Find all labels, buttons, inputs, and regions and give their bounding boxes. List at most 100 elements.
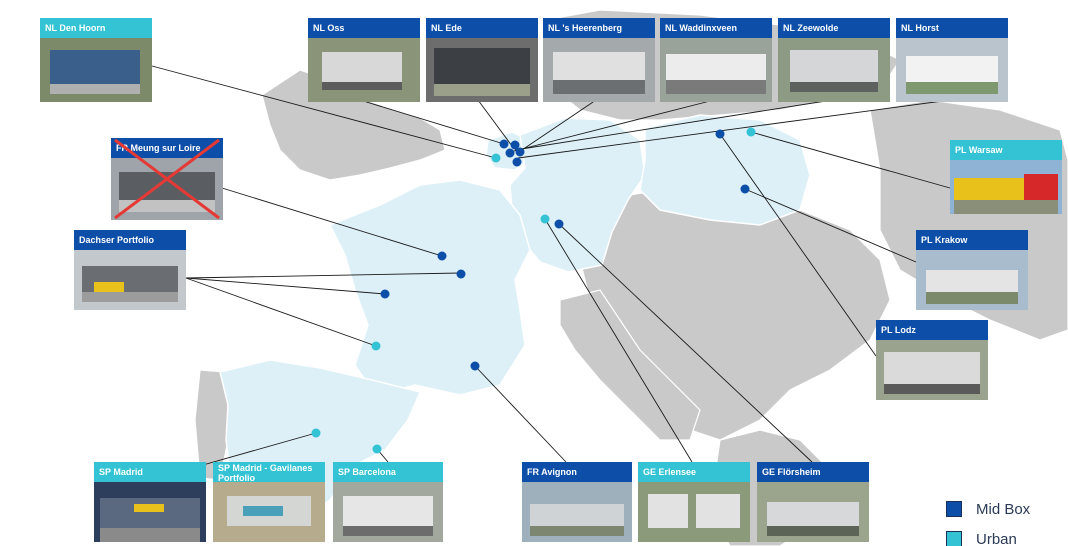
warehouse-photo [426, 38, 538, 102]
card-label: NL Horst [896, 18, 1008, 38]
marker-zeewolde [715, 129, 725, 139]
card-label: SP Barcelona [333, 462, 443, 482]
warehouse-photo [638, 482, 750, 542]
card-label: GE Erlensee [638, 462, 750, 482]
marker-dachser-3 [371, 341, 381, 351]
warehouse-photo [308, 38, 420, 102]
card-label: NL Ede [426, 18, 538, 38]
italy-landmass [559, 289, 701, 441]
card-nl-den-hoorn: NL Den Hoorn [40, 18, 152, 102]
card-label: SP Madrid [94, 462, 206, 482]
card-nl-waddinxveen: NL Waddinxveen [660, 18, 772, 102]
legend-swatch-urban [946, 531, 962, 546]
card-sp-madrid: SP Madrid [94, 462, 206, 542]
card-pl-warsaw: PL Warsaw [950, 140, 1062, 214]
connector-dachser-1 [185, 272, 462, 279]
marker-oss [499, 139, 509, 149]
card-fr-meung-sur-loire: FR Meung sur Loire [111, 138, 223, 220]
card-nl-heerenberg: NL 's Heerenberg [543, 18, 655, 102]
warehouse-photo [213, 482, 325, 542]
connector-waddinxveen [509, 99, 715, 153]
warehouse-photo [660, 38, 772, 102]
card-ge-erlensee: GE Erlensee [638, 462, 750, 542]
connector-florsheim [558, 223, 813, 463]
warehouse-photo [94, 482, 206, 542]
connector-dachser-3 [185, 277, 377, 347]
card-nl-ede: NL Ede [426, 18, 538, 102]
connector-meung [221, 187, 443, 257]
card-label: NL Oss [308, 18, 420, 38]
marker-warsaw [746, 127, 756, 137]
card-label: PL Lodz [876, 320, 988, 340]
marker-heerenberg [515, 147, 525, 157]
marker-florsheim [554, 219, 564, 229]
card-nl-zeewolde: NL Zeewolde [778, 18, 890, 102]
legend-label-mid-box: Mid Box [976, 500, 1031, 518]
card-label: GE Flörsheim [757, 462, 869, 482]
warehouse-photo [40, 38, 152, 102]
urban-markers [311, 127, 756, 454]
france-region [328, 179, 531, 396]
warehouse-photo [543, 38, 655, 102]
connector-heerenberg [518, 99, 597, 153]
legend-label-urban: Urban [976, 530, 1017, 546]
connector-warsaw [750, 131, 951, 189]
card-label: SP Madrid - Gavilanes Portfolio [213, 462, 325, 482]
connector-den-hoorn [151, 65, 497, 159]
connector-zeewolde [514, 99, 833, 151]
warehouse-photo [333, 482, 443, 542]
legend-item-mid-box: Mid Box [946, 494, 1030, 524]
connector-ede [477, 99, 513, 147]
legend: Mid Box Urban [946, 494, 1030, 546]
card-fr-avignon: FR Avignon [522, 462, 632, 542]
card-label: PL Krakow [916, 230, 1028, 250]
marker-avignon [470, 361, 480, 371]
marker-erlensee [540, 214, 550, 224]
card-pl-lodz: PL Lodz [876, 320, 988, 400]
connector-horst [517, 99, 951, 159]
card-dachser-portfolio: Dachser Portfolio [74, 230, 186, 310]
card-pl-krakow: PL Krakow [916, 230, 1028, 310]
marker-krakow [740, 184, 750, 194]
poland-region [639, 114, 811, 226]
card-label: FR Meung sur Loire [111, 138, 223, 158]
card-ge-florsheim: GE Flörsheim [757, 462, 869, 542]
legend-item-urban: Urban [946, 524, 1030, 546]
connector-oss [359, 99, 505, 145]
card-label: PL Warsaw [950, 140, 1062, 160]
card-sp-madrid-gavilanes: SP Madrid - Gavilanes Portfolio [213, 462, 325, 542]
marker-madrid [311, 428, 321, 438]
card-label: NL 's Heerenberg [543, 18, 655, 38]
warehouse-photo [778, 38, 890, 102]
warehouse-photo [950, 160, 1062, 214]
warehouse-photo [916, 250, 1028, 310]
connector-lodz [719, 133, 877, 357]
connector-avignon [474, 365, 567, 463]
legend-swatch-mid-box [946, 501, 962, 517]
warehouse-photo [522, 482, 632, 542]
marker-barcelona [372, 444, 382, 454]
card-label: NL Den Hoorn [40, 18, 152, 38]
warehouse-photo [876, 340, 988, 400]
warehouse-photo [757, 482, 869, 542]
card-label: Dachser Portfolio [74, 230, 186, 250]
card-label: NL Waddinxveen [660, 18, 772, 38]
card-sp-barcelona: SP Barcelona [333, 462, 443, 542]
mid-box-markers [380, 129, 750, 371]
marker-dachser-1 [456, 269, 466, 279]
marker-horst [512, 157, 522, 167]
warehouse-photo [111, 158, 223, 220]
marker-den-hoorn [491, 153, 501, 163]
card-label: NL Zeewolde [778, 18, 890, 38]
card-nl-horst: NL Horst [896, 18, 1008, 102]
card-nl-oss: NL Oss [308, 18, 420, 102]
marker-meung [437, 251, 447, 261]
connector-dachser-2 [185, 277, 386, 295]
marker-dachser-2 [380, 289, 390, 299]
connector-krakow [744, 188, 917, 263]
marker-waddinxveen [505, 148, 515, 158]
marker-ede [510, 140, 520, 150]
connector-erlensee [544, 218, 693, 463]
warehouse-photo [896, 38, 1008, 102]
